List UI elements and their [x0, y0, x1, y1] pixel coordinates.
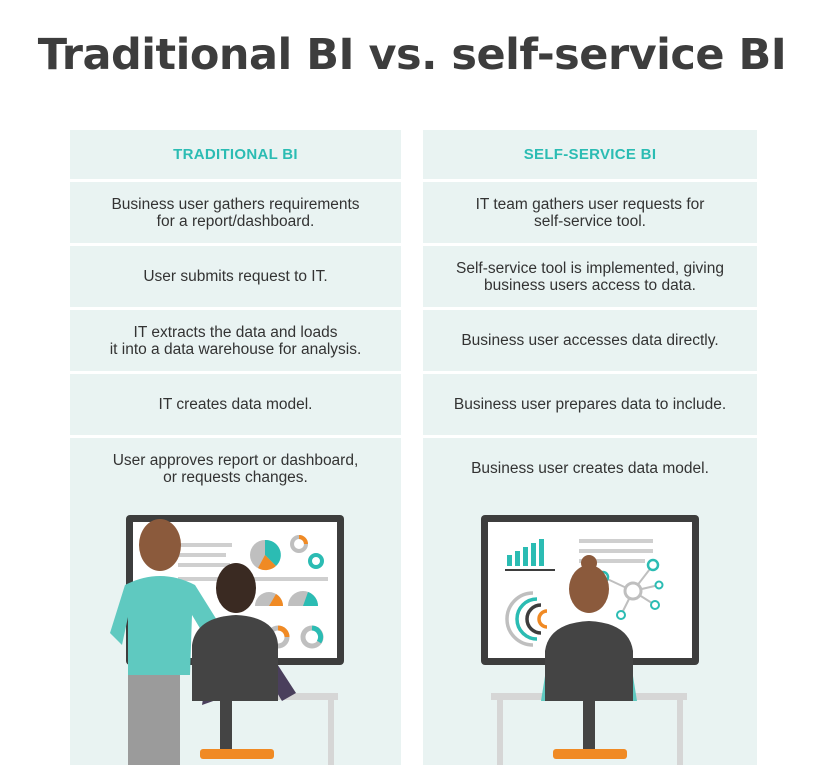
- bar-chart-icon: [507, 539, 544, 566]
- traditional-bi-column: TRADITIONAL BI Business user gathers req…: [70, 130, 401, 765]
- step-row: Business user creates data model.: [423, 435, 757, 499]
- self-service-bi-illustration: [481, 515, 699, 765]
- seated-person-icon: [541, 555, 637, 759]
- column-header: SELF-SERVICE BI: [523, 146, 657, 163]
- donut-chart-icon: [290, 535, 324, 569]
- chair-icon: [192, 615, 278, 701]
- step-row: User approves report or dashboard, or re…: [70, 435, 401, 499]
- step-row: IT creates data model.: [70, 371, 401, 435]
- page-title: Traditional BI vs. self-service BI: [37, 30, 787, 80]
- step-row: Business user gathers requirements for a…: [70, 179, 401, 243]
- step-row: Business user accesses data directly.: [423, 307, 757, 371]
- step-row: Self-service tool is implemented, giving…: [423, 243, 757, 307]
- half-pie-icon: [255, 591, 318, 606]
- step-row: IT extracts the data and loads it into a…: [70, 307, 401, 371]
- column-header: TRADITIONAL BI: [173, 146, 298, 163]
- step-row: Business user prepares data to include.: [423, 371, 757, 435]
- seated-person-icon: [192, 563, 296, 759]
- step-row: User submits request to IT.: [70, 243, 401, 307]
- standing-person-icon: [110, 519, 225, 765]
- step-row: IT team gathers user requests for self-s…: [423, 179, 757, 243]
- radial-chart-icon: [505, 591, 548, 647]
- self-service-bi-column: SELF-SERVICE BI IT team gathers user req…: [423, 130, 757, 765]
- pie-chart-icon: [250, 539, 281, 571]
- network-icon: [596, 558, 664, 620]
- traditional-bi-illustration: [110, 515, 344, 765]
- chair-icon: [545, 621, 633, 701]
